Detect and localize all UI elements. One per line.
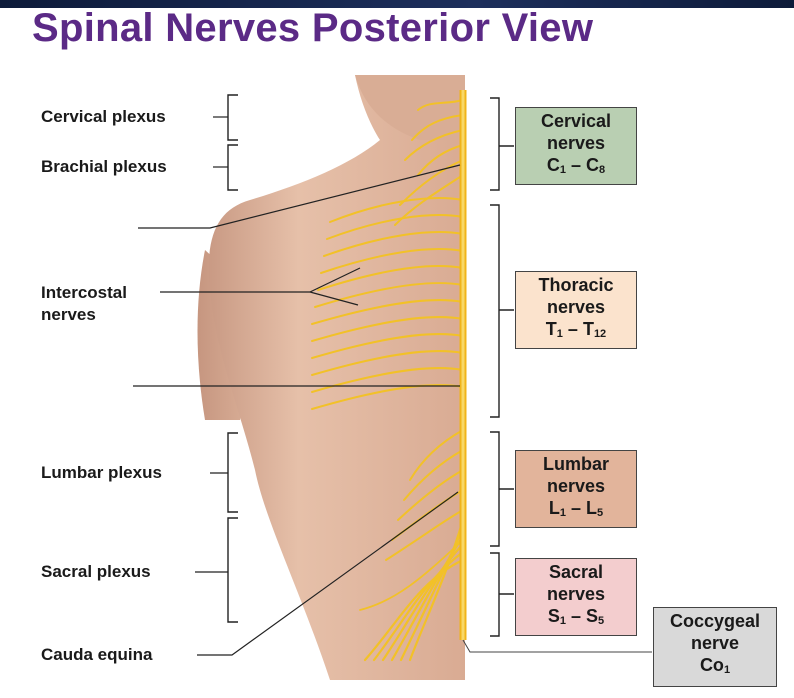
coccygeal-range: Co1 (699, 655, 731, 676)
sacral-side-branch (359, 539, 464, 611)
thoracic-nerves-box: Thoracic nerves T1 – T12 (515, 271, 637, 349)
label-intercostal-line1: Intercostal (41, 283, 127, 302)
bracket-lumbar-plexus (227, 432, 238, 513)
lumbar-branch-5 (385, 509, 464, 561)
lumbar-branch-1 (409, 429, 464, 481)
coccygeal-nerve-box: Coccygeal nerve Co1 (653, 607, 777, 687)
leader-lines (133, 116, 461, 656)
intercostal-nerve-2 (326, 214, 464, 240)
leader-intercostal-down (309, 291, 359, 306)
label-sacral-plexus: Sacral plexus (41, 562, 151, 581)
sacral-branch-2 (399, 526, 465, 662)
leader-c8 (138, 164, 461, 229)
cervical-branch-5 (399, 159, 464, 206)
thoracic-line2: nerves (546, 297, 606, 317)
bracket-brachial-plexus (227, 144, 238, 191)
intercostal-nerve-8 (311, 316, 464, 342)
bracket-sacral-nerves (490, 552, 514, 637)
cervical-line1: Cervical (540, 111, 612, 131)
sacral-range: S1 – S5 (547, 606, 605, 627)
label-cervical-plexus: Cervical plexus (41, 107, 166, 126)
left-brackets (227, 94, 238, 623)
lumbar-range: L1 – L5 (548, 498, 604, 519)
coccygeal-line1: Coccygeal (669, 611, 761, 631)
intercostal-nerve-6 (314, 282, 464, 308)
label-intercostal-line2: nerves (41, 305, 96, 324)
sacral-nerves-box: Sacral nerves S1 – S5 (515, 558, 637, 636)
label-cauda-equina: Cauda equina (41, 645, 153, 664)
bracket-thoracic-nerves (490, 204, 514, 418)
torso-shape (208, 75, 465, 680)
lumbar-branch-3 (397, 469, 464, 521)
cervical-branch-4 (417, 144, 464, 176)
neck-shape (355, 75, 465, 140)
cervical-branch-1 (417, 99, 464, 111)
lumbar-line1: Lumbar (542, 454, 609, 474)
intercostal-nerve-9 (311, 333, 464, 359)
cervical-branch-2 (411, 114, 464, 141)
sacral-branch-5 (372, 550, 465, 662)
intercostal-nerve-4 (320, 248, 464, 274)
intercostal-nerve-1 (329, 197, 464, 223)
intercostal-nerve-3 (323, 231, 464, 257)
label-lumbar-plexus: Lumbar plexus (41, 463, 162, 482)
coccygeal-line2: nerve (690, 633, 740, 653)
leader-intercostal-up (309, 267, 361, 293)
page-title: Spinal Nerves Posterior View (32, 6, 594, 50)
bracket-sacral-plexus (227, 517, 238, 623)
intercostal-nerve-7 (311, 299, 464, 325)
lumbar-nerves-box: Lumbar nerves L1 – L5 (515, 450, 637, 528)
cauda-filament (462, 639, 652, 653)
cervical-line2: nerves (546, 133, 606, 153)
sacral-branch-4 (381, 542, 465, 662)
sacral-line1: Sacral (548, 562, 604, 582)
nerve-branches (311, 99, 465, 662)
bracket-lumbar-nerves (490, 431, 514, 547)
lumbar-branch-2 (403, 449, 464, 501)
sacral-branch-6 (363, 558, 465, 662)
sacral-branch-3 (390, 534, 465, 662)
intercostal-nerve-5 (317, 265, 464, 291)
bracket-cervical-plexus (227, 94, 238, 141)
cervical-branch-3 (404, 129, 464, 161)
cervical-nerves-box: Cervical nerves C1 – C8 (515, 107, 637, 185)
cervical-range: C1 – C8 (546, 155, 606, 176)
thoracic-range: T1 – T12 (545, 319, 607, 340)
leader-cauda (197, 491, 459, 656)
intercostal-nerve-10 (311, 350, 464, 376)
header-bar (0, 0, 794, 8)
right-brackets (490, 97, 514, 637)
label-brachial-plexus: Brachial plexus (41, 157, 167, 176)
thoracic-line1: Thoracic (538, 275, 614, 295)
label-intercostal-nerves: Intercostal nerves (41, 282, 127, 326)
lumbar-line2: nerves (546, 476, 606, 496)
bracket-cervical-nerves (490, 97, 514, 191)
sacral-line2: nerves (546, 584, 606, 604)
